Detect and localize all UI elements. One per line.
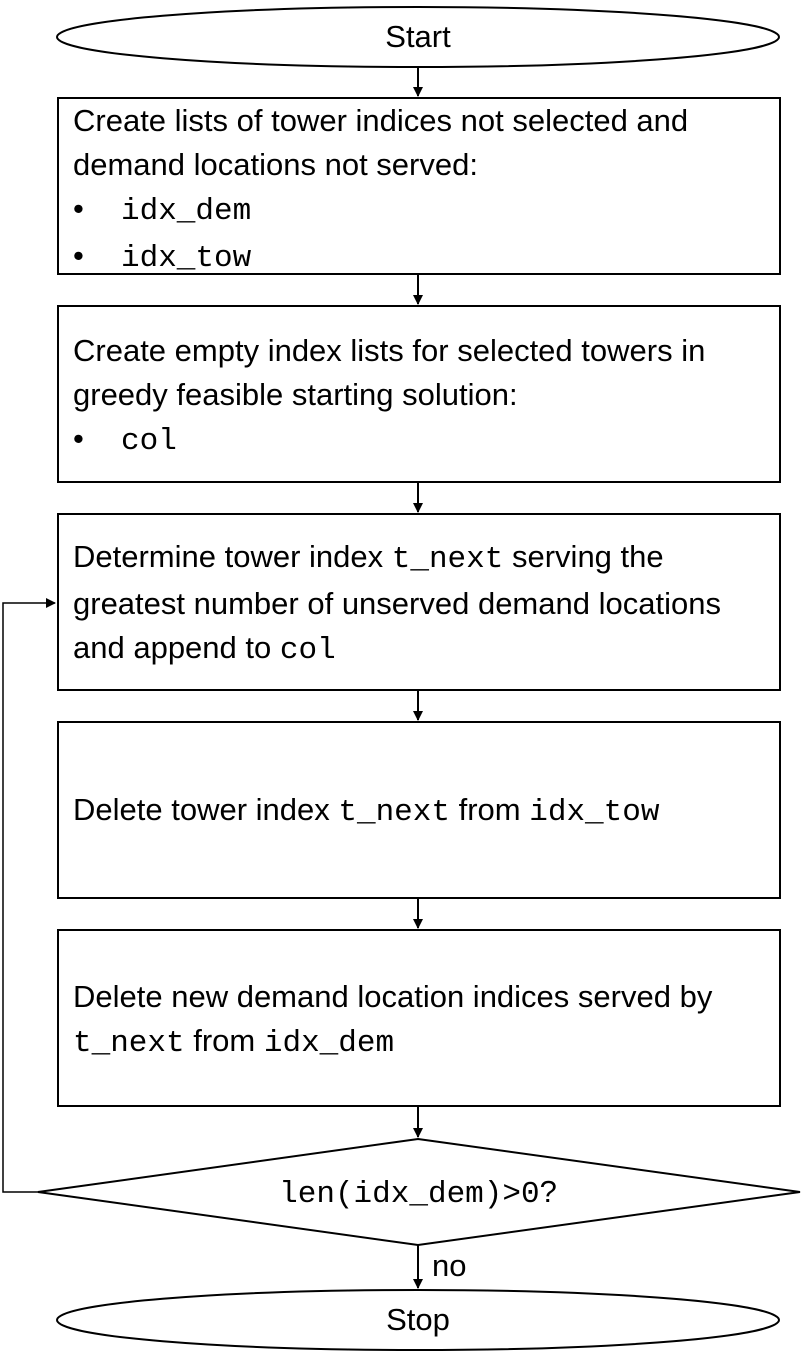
step1-text: Create lists of tower indices not select… [73, 103, 689, 182]
bullet-idx-dem: •idx_dem [73, 191, 252, 229]
step4-pre: Delete tower index [73, 792, 339, 827]
loop-back-arrow [2, 598, 56, 1193]
step5-mid: from [184, 1023, 264, 1058]
decision-label: len(idx_dem)>0? [118, 1170, 718, 1217]
start-text: Start [385, 19, 451, 54]
step-delete-tower-index: Delete tower index t_next from idx_tow [57, 721, 781, 899]
bullet-col: •col [73, 421, 177, 459]
stop-label: Stop [57, 1298, 779, 1342]
step4-code-idx-tow: idx_tow [529, 795, 660, 830]
bullet-idx-tow: •idx_tow [73, 238, 252, 276]
step3-code-col: col [279, 633, 336, 668]
bullet-col-code: col [121, 424, 177, 459]
step3-code-t-next: t_next [391, 542, 504, 577]
stop-text: Stop [386, 1302, 450, 1337]
step-determine-tower: Determine tower index t_next serving the… [57, 513, 781, 691]
stop-terminal [56, 1289, 780, 1351]
no-branch-label: no [432, 1248, 467, 1283]
step-create-empty-lists: Create empty index lists for selected to… [57, 305, 781, 483]
step5-code-idx-dem: idx_dem [263, 1026, 395, 1061]
step-create-lists: Create lists of tower indices not select… [57, 97, 781, 276]
decision-code: len(idx_dem)>0 [279, 1177, 540, 1212]
decision-suffix: ? [539, 1174, 557, 1209]
start-label: Start [57, 15, 779, 59]
bullet-idx-tow-code: idx_tow [121, 241, 252, 276]
step5-code-t-next: t_next [73, 1026, 185, 1061]
step5-pre: Delete new demand location indices serve… [73, 979, 713, 1014]
step3-pre: Determine tower index [73, 539, 392, 574]
step-delete-demand-indices: Delete new demand location indices serve… [57, 929, 781, 1107]
step3-mid: serving the greatest number of unserved … [73, 539, 721, 665]
bullet-idx-dem-code: idx_dem [121, 194, 252, 229]
step2-text: Create empty index lists for selected to… [73, 333, 706, 412]
step4-code-t-next: t_next [338, 795, 450, 830]
step4-mid: from [450, 792, 530, 827]
